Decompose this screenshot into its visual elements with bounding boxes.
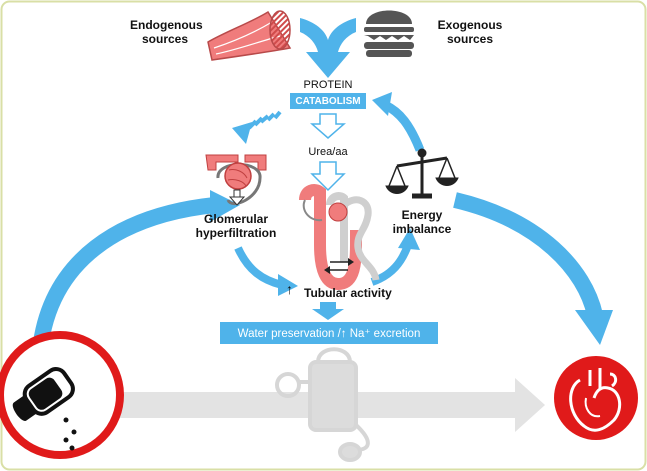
arrow-head-glomerular bbox=[278, 274, 298, 296]
water-preservation-box: Water preservation /↑ Na⁺ excretion bbox=[220, 322, 438, 344]
arrow-glomerular-to-tubular bbox=[234, 246, 284, 289]
tubular-up-arrow: ↑ bbox=[286, 281, 293, 297]
burger-icon bbox=[364, 10, 414, 57]
arrow-energy-to-heart bbox=[453, 192, 603, 317]
arrow-salt-to-glomerular bbox=[32, 197, 216, 351]
exogenous-line2: sources bbox=[446, 32, 494, 46]
salt-shaker-icon bbox=[0, 331, 124, 459]
arrow-head-left bbox=[210, 190, 240, 222]
heart-icon bbox=[554, 356, 638, 440]
arrow-outline-catabolism bbox=[310, 113, 346, 139]
arrow-head-right bbox=[575, 310, 613, 345]
catabolism-box: CATABOLISM bbox=[290, 93, 366, 109]
glomerular-line1: Glomerular bbox=[203, 212, 269, 226]
arrow-energy-to-catabolism bbox=[382, 100, 425, 152]
scale-icon bbox=[385, 148, 459, 199]
energy-line1: Energy bbox=[401, 208, 443, 222]
urea-label: Urea/aa bbox=[308, 146, 348, 158]
endogenous-line2: sources bbox=[141, 32, 189, 46]
protein-label: PROTEIN bbox=[303, 79, 353, 91]
arrow-outline-urea bbox=[310, 161, 346, 192]
blood-pressure-icon bbox=[275, 347, 370, 462]
exogenous-line1: Exogenous bbox=[437, 18, 503, 32]
endogenous-label: Endogenous sources bbox=[130, 18, 203, 46]
arrow-sources-merge bbox=[300, 18, 356, 78]
glomerular-label: Glomerular hyperfiltration bbox=[186, 212, 286, 240]
glomerular-line2: hyperfiltration bbox=[195, 226, 277, 240]
endogenous-line1: Endogenous bbox=[130, 18, 203, 32]
arrow-tubular-to-energy bbox=[370, 243, 412, 286]
glomerulus-icon bbox=[205, 154, 267, 206]
muscle-icon bbox=[207, 10, 292, 61]
arrow-head-catabolism bbox=[372, 92, 392, 116]
nephron-icon bbox=[299, 184, 380, 291]
arrow-catabolism-to-glomerulus bbox=[232, 110, 282, 144]
energy-label: Energy imbalance bbox=[392, 208, 452, 236]
arrow-tubular-to-water bbox=[312, 302, 344, 320]
exogenous-label: Exogenous sources bbox=[435, 18, 505, 46]
energy-line2: imbalance bbox=[392, 222, 452, 236]
tubular-label: Tubular activity bbox=[304, 286, 392, 300]
arrow-head-energy bbox=[398, 228, 420, 250]
